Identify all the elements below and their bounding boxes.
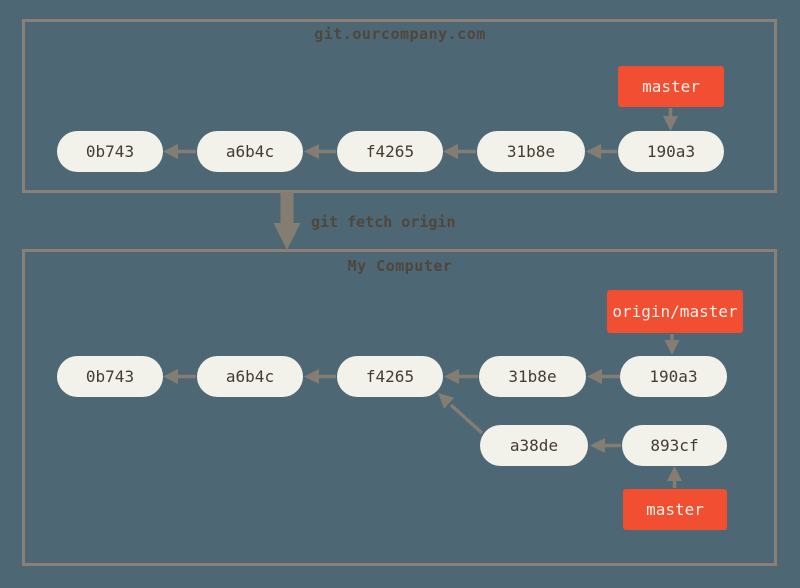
remote-master-label: master — [618, 66, 724, 107]
fetch-arrow — [273, 192, 301, 250]
local-commit-190a3: 190a3 — [620, 356, 727, 397]
local-commit-a38de: a38de — [480, 425, 588, 466]
arrow-remote-31b8e-to-f4265 — [443, 144, 476, 159]
local-commit-a6b4c: a6b4c — [197, 356, 303, 397]
remote-commit-31b8e: 31b8e — [477, 131, 585, 172]
local-master-label: master — [623, 489, 727, 530]
remote-commit-f4265: f4265 — [337, 131, 443, 172]
arrow-remote-a6b4c-to-0b743 — [163, 144, 196, 159]
remote-commit-0b743: 0b743 — [57, 131, 163, 172]
local-commit-f4265: f4265 — [337, 356, 443, 397]
local-commit-0b743: 0b743 — [57, 356, 163, 397]
remote-commit-a6b4c: a6b4c — [197, 131, 303, 172]
local-repo-title: My Computer — [347, 257, 453, 275]
remote-repo-box — [22, 19, 777, 193]
local-origin-master-label: origin/master — [607, 290, 743, 333]
arrow-local-a38de-to-f4265 — [438, 393, 484, 435]
arrow-local-f4265-to-a6b4c — [304, 369, 336, 384]
arrow-remote-f4265-to-a6b4c — [304, 144, 336, 159]
arrow-local-a6b4c-to-0b743 — [163, 369, 196, 384]
arrow-remote-190a3-to-31b8e — [586, 144, 617, 159]
arrow-local-31b8e-to-f4265 — [444, 369, 478, 384]
local-commit-893cf: 893cf — [622, 425, 727, 466]
arrow-remote-master-to-190a3 — [663, 108, 678, 131]
arrow-local-master-to-893cf — [667, 466, 682, 488]
local-repo-box — [22, 249, 777, 566]
fetch-command-label: git fetch origin — [311, 213, 456, 231]
arrow-local-893cf-to-a38de — [590, 438, 621, 453]
remote-commit-190a3: 190a3 — [618, 131, 724, 172]
remote-repo-title: git.ourcompany.com — [314, 25, 486, 43]
arrow-local-190a3-to-31b8e — [587, 369, 620, 384]
local-commit-31b8e: 31b8e — [479, 356, 586, 397]
arrow-origin-master-to-190a3 — [664, 334, 680, 355]
